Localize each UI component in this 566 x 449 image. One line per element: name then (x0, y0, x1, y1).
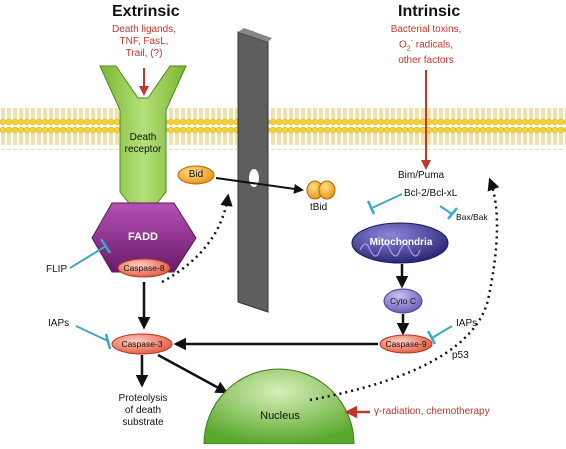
bcl2-inhibitor-line (371, 193, 403, 209)
iaps-right-inhibitor-bar (426, 330, 437, 345)
extrinsic-trigger-line3: Trail, (?) (125, 48, 163, 59)
caspase8-label: Caspase-8 (123, 263, 165, 273)
caspase9-label: Caspase-9 (385, 339, 427, 349)
iaps-right-inhibitor-line (431, 325, 453, 339)
iaps-left-label: IAPs (48, 318, 70, 329)
proteolysis-line3: substrate (122, 417, 164, 428)
proteolysis-label: Proteolysis of death substrate (98, 393, 188, 429)
mitochondria-cristae (359, 243, 421, 257)
extrinsic-trigger-line1: Death ligands, (112, 24, 176, 35)
bim-puma-label: Bim/Puma (398, 170, 445, 181)
casp3-to-nucleus-arrow (157, 353, 229, 394)
mitochondria-shape (351, 222, 449, 264)
bax-bak-label: Bax/Bak (456, 212, 488, 222)
intrinsic-trigger-line2: O2- radicals, (366, 36, 486, 55)
iaps-left-inhibitor-bar (104, 333, 112, 350)
tbid-label: tBid (310, 202, 328, 213)
proteolysis-line1: Proteolysis (118, 393, 168, 404)
p53-dotted-path (309, 177, 500, 402)
death-receptor (99, 65, 187, 213)
proteolysis-line2: of death (124, 405, 162, 416)
radiation-label: γ-radiation, chemotherapy (374, 406, 490, 417)
bid-to-tbid-arrow (215, 177, 304, 194)
flip-inhibitor-bar (99, 238, 112, 254)
iaps-right-label: IAPs (456, 318, 478, 329)
tbid-shape-right (318, 180, 336, 200)
fadd-label: FADD (128, 231, 158, 243)
bid-shape (177, 165, 215, 185)
caspase3-shape (111, 333, 173, 355)
death-receptor-label-line2: receptor (124, 144, 162, 155)
radicals-text: radicals, (413, 39, 454, 51)
intrinsic-trigger-line3: other factors (398, 55, 454, 67)
extrinsic-trigger-line2: TNF, FasL, (119, 36, 169, 47)
o2-subscript: 2 (406, 45, 411, 53)
cytoc-label: Cyto C (390, 296, 416, 306)
extrinsic-triggers: Death ligands, TNF, FasL, Trail, (?) (86, 24, 202, 60)
membrane-plate-edge (238, 28, 272, 42)
iaps-left-inhibitor-line (75, 325, 109, 342)
caspase8-shape (117, 258, 171, 278)
o2-superscript: - (410, 38, 413, 45)
bcl2-inhibitor-bar (366, 200, 376, 215)
fadd-shape (91, 202, 197, 273)
death-receptor-label-line1: Death (129, 132, 157, 143)
caspase9-shape (379, 334, 433, 354)
p53-label: p53 (452, 350, 469, 361)
caspase3-label: Caspase-3 (121, 339, 163, 349)
cytoc-shape (383, 288, 423, 314)
bid-label: Bid (188, 169, 204, 180)
extrinsic-header: Extrinsic (112, 3, 180, 20)
casp8-to-bid-dotted (161, 193, 233, 284)
bax-inhibitor-line (439, 205, 453, 215)
flip-label: FLIP (46, 264, 68, 275)
intrinsic-triggers: Bacterial toxins, O2- radicals, other fa… (366, 24, 486, 67)
nucleus-shape (203, 368, 355, 445)
o2-symbol: O (398, 39, 407, 51)
bax-inhibitor-bar (447, 207, 458, 220)
cell-membrane (0, 108, 566, 150)
flip-inhibitor-line (69, 245, 107, 269)
death-receptor-label: Death receptor (118, 132, 168, 156)
intrinsic-trigger-line1: Bacterial toxins, (390, 24, 462, 35)
intrinsic-header: Intrinsic (398, 3, 461, 20)
nucleus-label: Nucleus (260, 410, 300, 422)
bcl2-label: Bcl-2/Bcl-xL (404, 188, 458, 199)
mitochondria-label: Mitochondria (369, 237, 433, 248)
